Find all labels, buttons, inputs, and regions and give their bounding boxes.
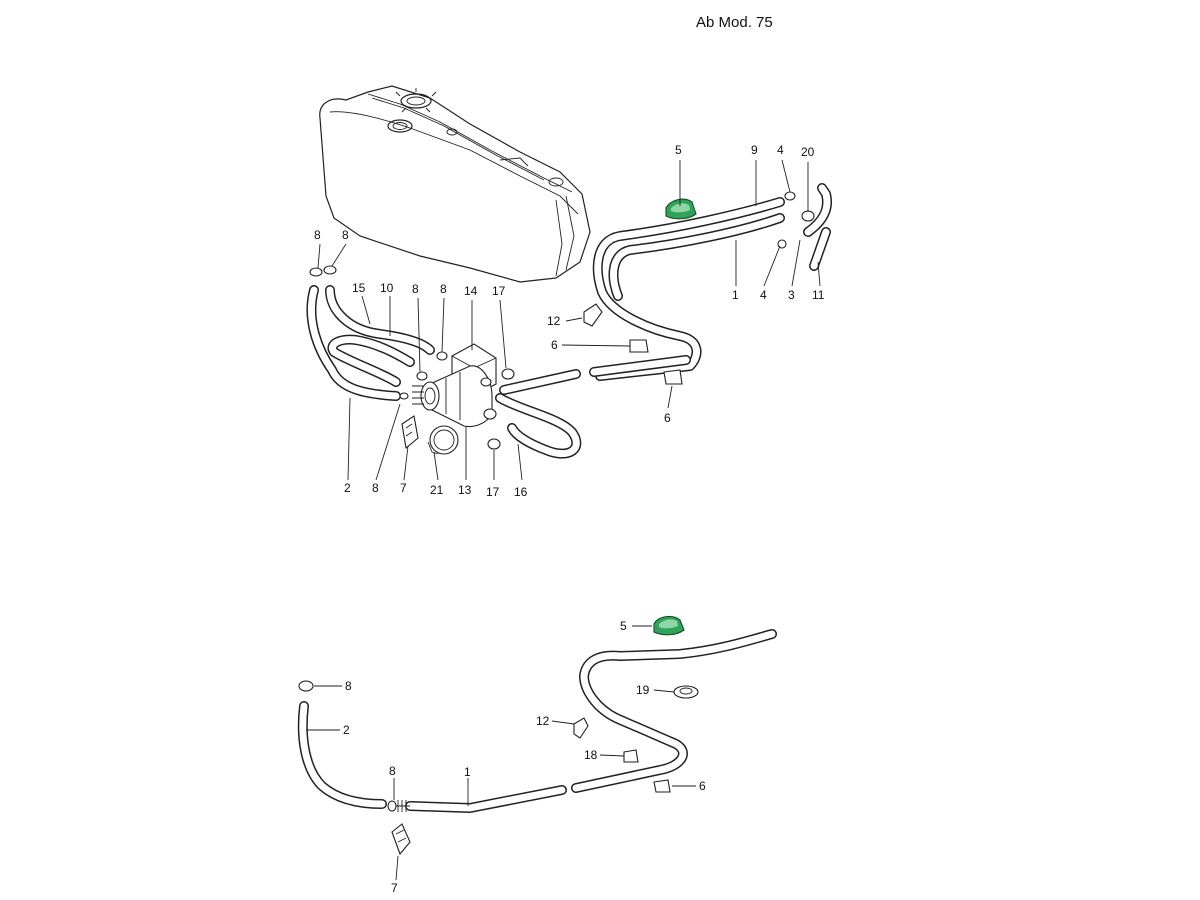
callout-12: 12: [536, 714, 550, 728]
callout-8: 8: [372, 481, 379, 495]
callout-6: 6: [664, 411, 671, 425]
callout-14: 14: [464, 284, 478, 298]
callout-8: 8: [342, 228, 349, 242]
parts-bottom-misc: [298, 680, 699, 856]
callout-13: 13: [458, 483, 472, 497]
model-title: Ab Mod. 75: [696, 14, 773, 31]
fuel-filter-13: [412, 343, 497, 428]
callout-7: 7: [391, 881, 398, 895]
callout-6: 6: [551, 338, 558, 352]
parts-top-misc: [401, 303, 683, 455]
callout-11: 11: [812, 288, 825, 302]
callout-8: 8: [389, 764, 396, 778]
callout-17: 17: [492, 284, 506, 298]
fuel-line-middle: [499, 355, 691, 395]
leaders-top: [317, 159, 821, 481]
callout-12: 12: [547, 314, 561, 328]
hose-16: [495, 393, 582, 459]
callout-2: 2: [343, 723, 350, 737]
hose-3-and-11: [803, 183, 832, 271]
callout-2: 2: [344, 481, 351, 495]
callouts-top: 5 9 4 20 1 4 3 11 8 8 15 10 8 8 14 17 12…: [314, 143, 825, 499]
callout-16: 16: [514, 485, 528, 499]
callout-1: 1: [464, 765, 471, 779]
hoses-left: [306, 265, 448, 401]
callout-9: 9: [751, 143, 758, 157]
callout-17: 17: [486, 485, 500, 499]
callout-7: 7: [400, 481, 407, 495]
callout-20: 20: [801, 145, 815, 159]
callout-18: 18: [584, 748, 598, 762]
callout-8: 8: [345, 679, 352, 693]
hose-1-and-9: [592, 197, 785, 381]
callout-6: 6: [699, 779, 706, 793]
callouts-bottom: 5 8 19 2 12 18 8 1 6 7: [343, 619, 706, 895]
callout-4: 4: [760, 288, 767, 302]
hoses-bottom: [297, 629, 777, 813]
fuel-tank: [319, 85, 591, 283]
callout-8: 8: [314, 228, 321, 242]
callout-5: 5: [675, 143, 682, 157]
callout-10: 10: [380, 281, 394, 295]
callout-1: 1: [732, 288, 739, 302]
callout-3: 3: [788, 288, 795, 302]
callout-15: 15: [352, 281, 366, 295]
callout-8: 8: [440, 282, 447, 296]
callout-5: 5: [620, 619, 627, 633]
leaders-bottom: [306, 625, 696, 881]
callout-21: 21: [430, 483, 444, 497]
grommet-5-bottom: [653, 615, 685, 636]
callout-4: 4: [777, 143, 784, 157]
callout-8: 8: [412, 282, 419, 296]
grommet-5-top: [665, 198, 697, 220]
callout-19: 19: [636, 683, 650, 697]
